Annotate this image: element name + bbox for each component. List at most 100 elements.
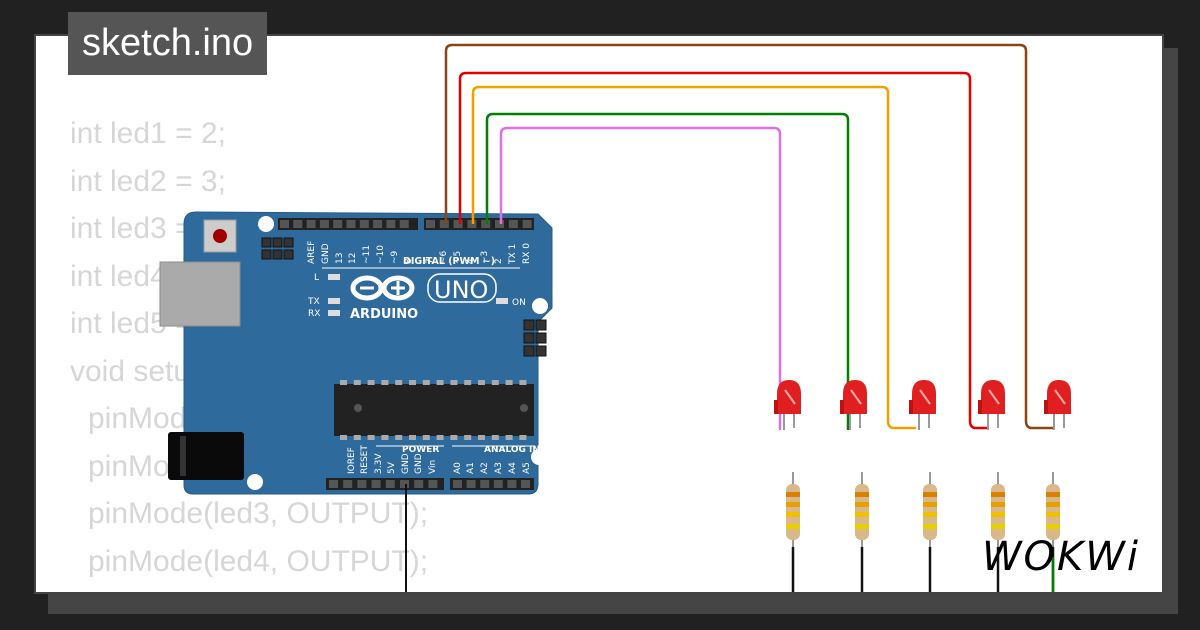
header-pin[interactable] [386,220,396,228]
chip-pin [478,435,485,440]
led-highlight [784,389,796,405]
mounting-hole [532,298,548,314]
red-led[interactable] [978,380,1005,430]
header-pin[interactable] [493,480,503,488]
code-line: int led1 = 2; [70,117,226,150]
wire-1[interactable] [458,71,987,430]
header-pin[interactable] [319,220,329,228]
simulation-canvas[interactable]: int led1 = 2;int led2 = 3;int led3 = 4;i… [34,34,1164,594]
digital-pin-label: 8 [404,258,414,264]
chip-pin [436,435,444,440]
header-pin[interactable] [293,220,303,228]
analog-pin-label: A2 [480,462,490,474]
dc-power-jack [168,432,244,480]
mounting-hole [258,216,274,232]
header-pin[interactable] [359,220,369,228]
header-pin[interactable] [343,480,353,488]
chip-pin [464,380,472,385]
analog-pin-label: A3 [494,462,504,474]
red-led[interactable] [840,380,867,430]
resistor-band [923,524,937,529]
arduino-logo-icon [381,275,415,301]
chip-pin [395,380,403,385]
resistor[interactable] [855,472,869,594]
led-l [328,274,340,280]
resistor-band [923,512,937,517]
header-pin[interactable] [507,480,517,488]
icsp-pin [283,237,294,248]
header-pin[interactable] [371,480,381,488]
icsp-pin [261,237,272,248]
power-pin-label: 3.3V [374,453,384,474]
red-led[interactable] [909,380,936,430]
red-led[interactable] [1044,380,1071,430]
led-highlight [919,389,931,405]
wire-4[interactable] [499,126,782,430]
red-led[interactable] [774,380,801,430]
chip-pin [422,435,430,440]
chip-pin [353,380,361,385]
led-rim [909,400,913,414]
resistor-band [855,512,869,517]
resistor-band [855,502,869,507]
digital-pin-label: 4 [466,258,476,264]
header-pin[interactable] [521,480,530,488]
arduino-logo-icon [350,275,384,301]
resistor-band [786,492,800,497]
wire-2[interactable] [471,85,916,430]
header-pin[interactable] [306,220,316,228]
header-pin[interactable] [399,220,409,228]
icsp-pin [535,319,547,331]
chip-pin [340,380,347,385]
led-label-on: ON [512,298,526,308]
header-pin[interactable] [373,220,383,228]
power-pin-label: IOREF [347,447,357,474]
wire-0[interactable] [444,43,1054,430]
digital-pin-label: ~6 [439,250,449,264]
resistor[interactable] [923,472,937,594]
header-pin[interactable] [495,220,504,228]
header-pin[interactable] [453,480,462,488]
header-pin[interactable] [522,220,532,228]
digital-pin-label: ~3 [480,251,490,264]
header-pin[interactable] [481,220,491,228]
resistor-band [786,512,800,517]
chip-pin [409,435,416,440]
header-pin[interactable] [466,480,476,488]
digital-pin-label: 12 [348,253,358,264]
led-label-tx: TX [307,297,320,307]
wire-3[interactable] [485,112,850,430]
header-pin[interactable] [357,480,367,488]
header-pin[interactable] [453,220,463,228]
reset-button[interactable] [203,219,237,253]
header-pin[interactable] [333,220,343,228]
resistor[interactable] [786,472,800,594]
sketch-title: sketch.ino [68,12,268,75]
resistor-band [1046,512,1060,517]
header-pin[interactable] [439,220,449,228]
header-pin[interactable] [414,480,424,488]
digital-pin-label: ~9 [390,250,400,264]
header-pin[interactable] [280,220,289,228]
chip-pin [519,435,527,440]
header-pin[interactable] [508,220,518,228]
chip-pin [422,380,430,385]
dc-jack-detail [180,436,186,476]
header-pin[interactable] [385,480,395,488]
header-pin[interactable] [428,480,438,488]
icsp-pin [523,332,535,344]
led-on [496,298,508,304]
header-pin[interactable] [426,220,435,228]
led-rim [1044,400,1048,414]
header-pin[interactable] [329,480,338,488]
digital-header-label: DIGITAL (PWM ~) [403,256,495,267]
header-pin[interactable] [400,480,409,488]
header-pin[interactable] [480,480,490,488]
resistor[interactable] [991,472,1005,594]
header-pin[interactable] [346,220,356,228]
resistor-band [855,492,869,497]
reset-button-cap[interactable] [213,229,227,243]
resistor-band [1046,502,1060,507]
